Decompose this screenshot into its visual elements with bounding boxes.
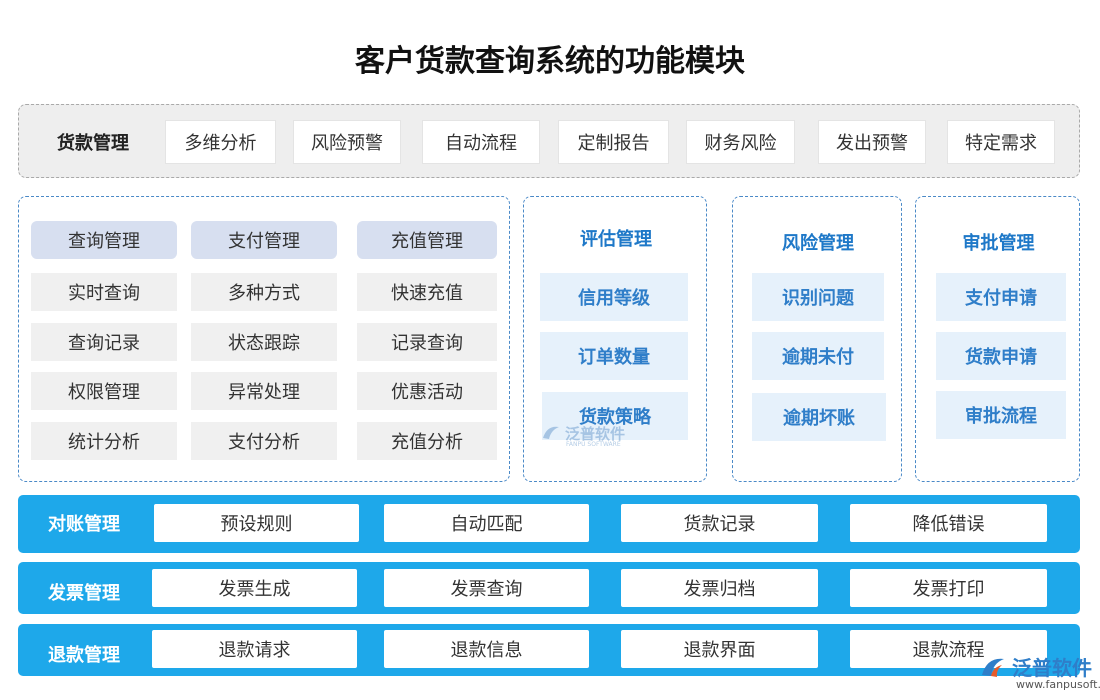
group-item: 逾期坏账 (752, 393, 886, 441)
group-item: 信用等级 (540, 273, 688, 321)
fanpu-logo-icon (982, 658, 1004, 677)
column-item: 状态跟踪 (191, 323, 337, 361)
column-header: 查询管理 (31, 221, 177, 259)
strip-item: 自动流程 (422, 120, 540, 164)
band-item: 退款界面 (621, 630, 818, 668)
approval-management-group: 审批管理 支付申请 货款申请 审批流程 (915, 196, 1080, 482)
band-item: 退款信息 (384, 630, 589, 668)
column-header: 充值管理 (357, 221, 497, 259)
strip-item: 定制报告 (558, 120, 669, 164)
column-item: 实时查询 (31, 273, 177, 311)
band-item: 发票打印 (850, 569, 1047, 607)
refund-band: 退款管理 退款请求 退款信息 退款界面 退款流程 (18, 624, 1080, 676)
group-item: 支付申请 (936, 273, 1066, 321)
query-payment-recharge-group: 查询管理 实时查询 查询记录 权限管理 统计分析 支付管理 多种方式 状态跟踪 … (18, 196, 510, 482)
column-item: 充值分析 (357, 422, 497, 460)
watermark-brand: 泛普软件 (565, 424, 626, 443)
group-title: 审批管理 (962, 233, 1035, 254)
strip-item: 风险预警 (293, 120, 401, 164)
strip-label: 货款管理 (57, 133, 129, 154)
band-item: 自动匹配 (384, 504, 589, 542)
fanpu-logo-icon (543, 426, 559, 439)
band-label: 退款管理 (48, 645, 120, 666)
watermark-brand: 泛普软件 (1012, 656, 1092, 680)
column-item: 优惠活动 (357, 372, 497, 410)
column-header: 支付管理 (191, 221, 337, 259)
reconciliation-band: 对账管理 预设规则 自动匹配 货款记录 降低错误 (18, 495, 1080, 553)
group-item: 识别问题 (752, 273, 884, 321)
strip-item: 发出预警 (818, 120, 926, 164)
watermark-center: 泛普软件 FANPU SOFTWARE (540, 422, 626, 448)
strip-item: 财务风险 (686, 120, 795, 164)
column-item: 权限管理 (31, 372, 177, 410)
strip-item: 多维分析 (165, 120, 276, 164)
group-item: 货款申请 (936, 332, 1066, 380)
group-title: 评估管理 (580, 229, 652, 250)
band-label: 对账管理 (48, 514, 120, 535)
band-item: 发票查询 (384, 569, 589, 607)
column-item: 支付分析 (191, 422, 337, 460)
group-item: 订单数量 (540, 332, 688, 380)
invoice-band: 发票管理 发票生成 发票查询 发票归档 发票打印 (18, 562, 1080, 614)
watermark-bottom-right: 泛普软件 www.fanpusoft.com (978, 652, 1100, 691)
strip-item: 特定需求 (947, 120, 1055, 164)
column-item: 多种方式 (191, 273, 337, 311)
band-item: 发票归档 (621, 569, 818, 607)
band-item: 退款流程 (850, 630, 1047, 668)
evaluation-management-group: 评估管理 信用等级 订单数量 货款策略 (523, 196, 707, 482)
band-label: 发票管理 (48, 583, 120, 604)
diagram-title: 客户货款查询系统的功能模块 (355, 44, 745, 79)
band-item: 退款请求 (152, 630, 357, 668)
loan-management-strip: 货款管理 多维分析 风险预警 自动流程 定制报告 财务风险 发出预警 特定需求 (18, 104, 1080, 178)
watermark-sub: FANPU SOFTWARE (566, 441, 621, 448)
column-item: 快速充值 (357, 273, 497, 311)
group-title: 风险管理 (782, 233, 854, 254)
band-item: 发票生成 (152, 569, 357, 607)
column-item: 统计分析 (31, 422, 177, 460)
group-item: 审批流程 (936, 391, 1066, 439)
risk-management-group: 风险管理 识别问题 逾期未付 逾期坏账 (732, 196, 902, 482)
column-item: 查询记录 (31, 323, 177, 361)
group-item: 货款策略 (542, 392, 688, 440)
watermark-url: www.fanpusoft.com (1016, 678, 1100, 691)
column-item: 记录查询 (357, 323, 497, 361)
band-item: 货款记录 (621, 504, 818, 542)
group-item: 逾期未付 (752, 332, 884, 380)
column-item: 异常处理 (191, 372, 337, 410)
band-item: 预设规则 (154, 504, 359, 542)
band-item: 降低错误 (850, 504, 1047, 542)
